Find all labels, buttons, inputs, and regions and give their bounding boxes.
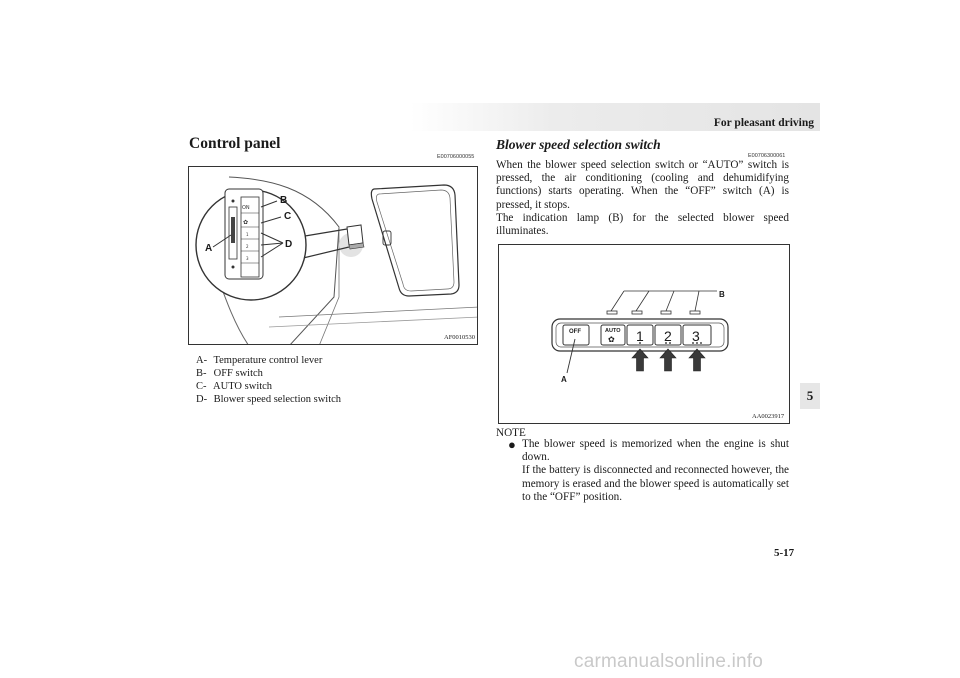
chapter-tab: 5 [800, 383, 820, 409]
control-panel-illustration: ON ✿ 1 2 3 B C D A [195, 176, 477, 344]
speed-1-label: 1 [636, 328, 644, 344]
watermark: carmanualsonline.info [574, 651, 764, 672]
figure-legend: A- Temperature control lever B- OFF swit… [196, 354, 341, 406]
note-line: If the battery is disconnected and recon… [522, 464, 789, 503]
speed-3-label: 3 [692, 328, 700, 344]
figure-code: AA0023917 [752, 413, 785, 420]
blower-switch-illustration: B OFF AUTO ✿ 1 2 3 A [551, 290, 729, 384]
legend-item: B- OFF switch [196, 368, 263, 379]
section-code: E00706000055 [437, 154, 475, 160]
note-line: The blower speed is memorized when the e… [522, 438, 789, 464]
subsection-code: E00706300061 [748, 153, 786, 159]
legend-item: A- Temperature control lever [196, 355, 323, 366]
page-number: 5-17 [774, 547, 795, 559]
note-text: The blower speed is memorized when the e… [522, 438, 789, 504]
callout-b: B [280, 195, 287, 206]
running-header: For pleasant driving [713, 117, 814, 129]
control-panel-figure: ON ✿ 1 2 3 B C D A AF0010530 [188, 166, 478, 345]
svg-text:ON: ON [242, 205, 250, 211]
svg-text:✿: ✿ [608, 335, 615, 344]
callout-a: A [561, 375, 567, 384]
legend-item: C- AUTO switch [196, 381, 273, 392]
callout-c: C [284, 211, 291, 222]
blower-switch-figure: B OFF AUTO ✿ 1 2 3 A AA0023917 [498, 244, 790, 424]
auto-button-label: AUTO [605, 328, 621, 334]
callout-b: B [719, 290, 725, 299]
off-button-label: OFF [569, 329, 581, 335]
bullet-icon: ● [508, 437, 516, 452]
legend-item: D- Blower speed selection switch [196, 394, 342, 405]
svg-text:✿: ✿ [243, 219, 248, 226]
note-heading: NOTE [496, 427, 526, 439]
header-band [410, 103, 820, 131]
speed-2-label: 2 [664, 328, 672, 344]
svg-text:3: 3 [246, 256, 249, 261]
figure-code: AF0010530 [444, 334, 476, 341]
callout-d: D [285, 239, 292, 250]
section-title: Control panel [189, 135, 281, 152]
body-text: When the blower speed selection switch o… [496, 159, 789, 238]
svg-text:2: 2 [246, 244, 249, 249]
paragraph: When the blower speed selection switch o… [496, 159, 789, 211]
svg-text:1: 1 [246, 232, 249, 237]
callout-a: A [205, 243, 212, 254]
paragraph: The indication lamp (B) for the selected… [496, 211, 789, 238]
subsection-title: Blower speed selection switch [496, 137, 661, 152]
